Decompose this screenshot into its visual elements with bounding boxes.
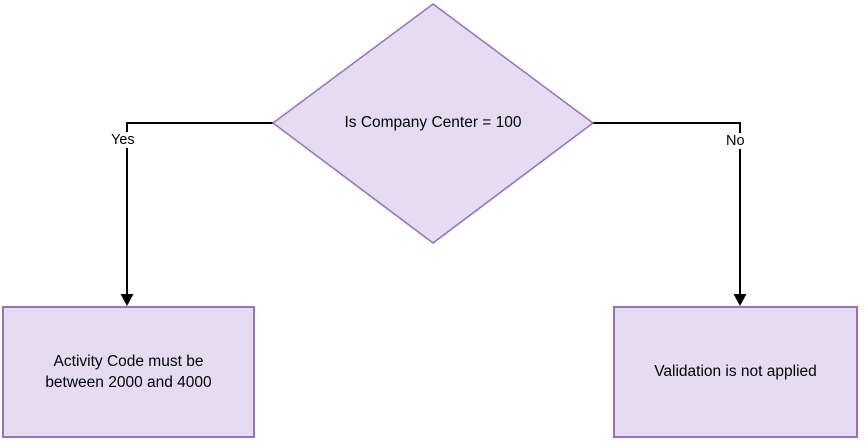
yes-result-text: Activity Code must be between 2000 and 4… — [45, 352, 212, 391]
decision-diamond-shape — [271, 3, 595, 244]
yes-result-box: Activity Code must be between 2000 and 4… — [2, 306, 255, 438]
yes-connector-line — [126, 122, 273, 296]
no-arrowhead-icon — [733, 294, 747, 306]
no-result-box: Validation is not applied — [613, 306, 858, 438]
decision-node-label: Is Company Center = 100 — [344, 114, 522, 131]
yes-branch-label: Yes — [108, 132, 138, 148]
no-result-text: Validation is not applied — [654, 363, 817, 381]
no-connector-line — [593, 122, 741, 296]
no-branch-label: No — [723, 133, 748, 149]
yes-arrowhead-icon — [120, 294, 134, 306]
